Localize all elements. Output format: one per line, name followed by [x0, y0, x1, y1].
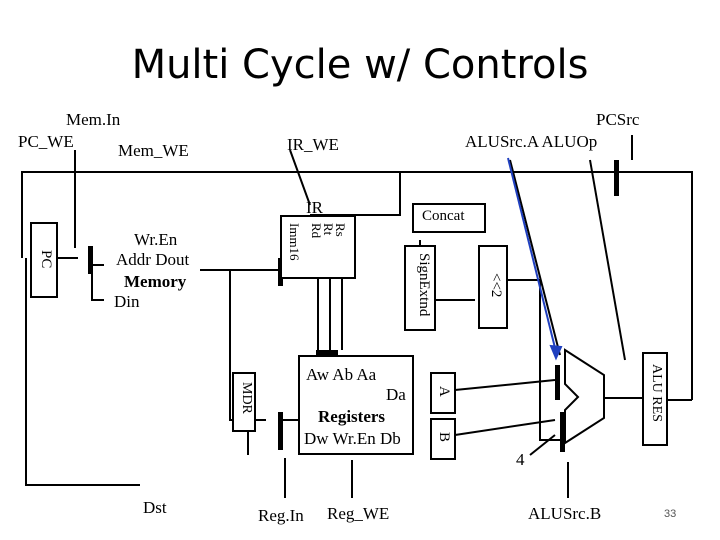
shift-left-label: <<2	[488, 273, 504, 298]
ir-field-rd: Rd	[309, 223, 324, 239]
constant-four-label: 4	[516, 450, 525, 469]
alusrcb-label: ALUSrc.B	[528, 504, 602, 523]
mdr-register: MDR	[232, 372, 256, 432]
ir-we-label: IR_WE	[287, 135, 339, 154]
ir-label: IR	[306, 198, 323, 217]
a-register: A	[430, 372, 456, 414]
b-label: B	[436, 432, 452, 443]
mem-we-label: Mem_WE	[118, 141, 189, 160]
memory-block: Wr.En Addr Dout Memory Din	[104, 222, 200, 314]
alusrca-aluop-label: ALUSrc.A ALUOp	[465, 132, 598, 151]
alu-shape	[564, 348, 605, 445]
reg-we-label: Reg_WE	[327, 504, 390, 523]
pcsrc-label: PCSrc	[596, 110, 640, 129]
mdr-label: MDR	[239, 382, 254, 414]
a-label: A	[436, 386, 452, 397]
concat-block: Concat	[412, 203, 486, 233]
registers-name-label: Registers	[318, 407, 386, 426]
b-register: B	[430, 418, 456, 460]
slide-title: Multi Cycle w/ Controls	[131, 42, 589, 88]
pc-we-label: PC_WE	[18, 132, 74, 151]
alu-res-label: ALU RES	[649, 364, 664, 422]
page-number: 33	[664, 508, 677, 520]
concat-label: Concat	[422, 208, 465, 224]
pc-register: PC	[30, 222, 58, 298]
dst-label: Dst	[143, 498, 167, 517]
memory-addr-dout-label: Addr Dout	[116, 250, 190, 269]
ir-field-imm16: Imm16	[287, 223, 302, 261]
pc-label: PC	[38, 250, 54, 269]
memory-addr-mux	[88, 246, 93, 274]
memory-name-label: Memory	[124, 272, 187, 291]
signextnd-block: SignExtnd	[404, 245, 436, 331]
shift-left-block: <<2	[478, 245, 508, 329]
memory-din-label: Din	[114, 292, 140, 311]
mem-in-label: Mem.In	[66, 110, 121, 129]
alu-res-register: ALU RES	[642, 352, 668, 446]
ir-register: Rs Rt Rd Imm16	[280, 215, 356, 279]
reg-in-label: Reg.In	[258, 506, 304, 525]
signextnd-label: SignExtnd	[416, 253, 432, 317]
registers-da-label: Da	[386, 385, 406, 404]
memory-wren-label: Wr.En	[134, 230, 178, 249]
registers-bottom-label: Dw Wr.En Db	[304, 429, 401, 448]
register-file: Aw Ab Aa Da Registers Dw Wr.En Db	[298, 355, 414, 455]
registers-top-label: Aw Ab Aa	[306, 365, 377, 384]
